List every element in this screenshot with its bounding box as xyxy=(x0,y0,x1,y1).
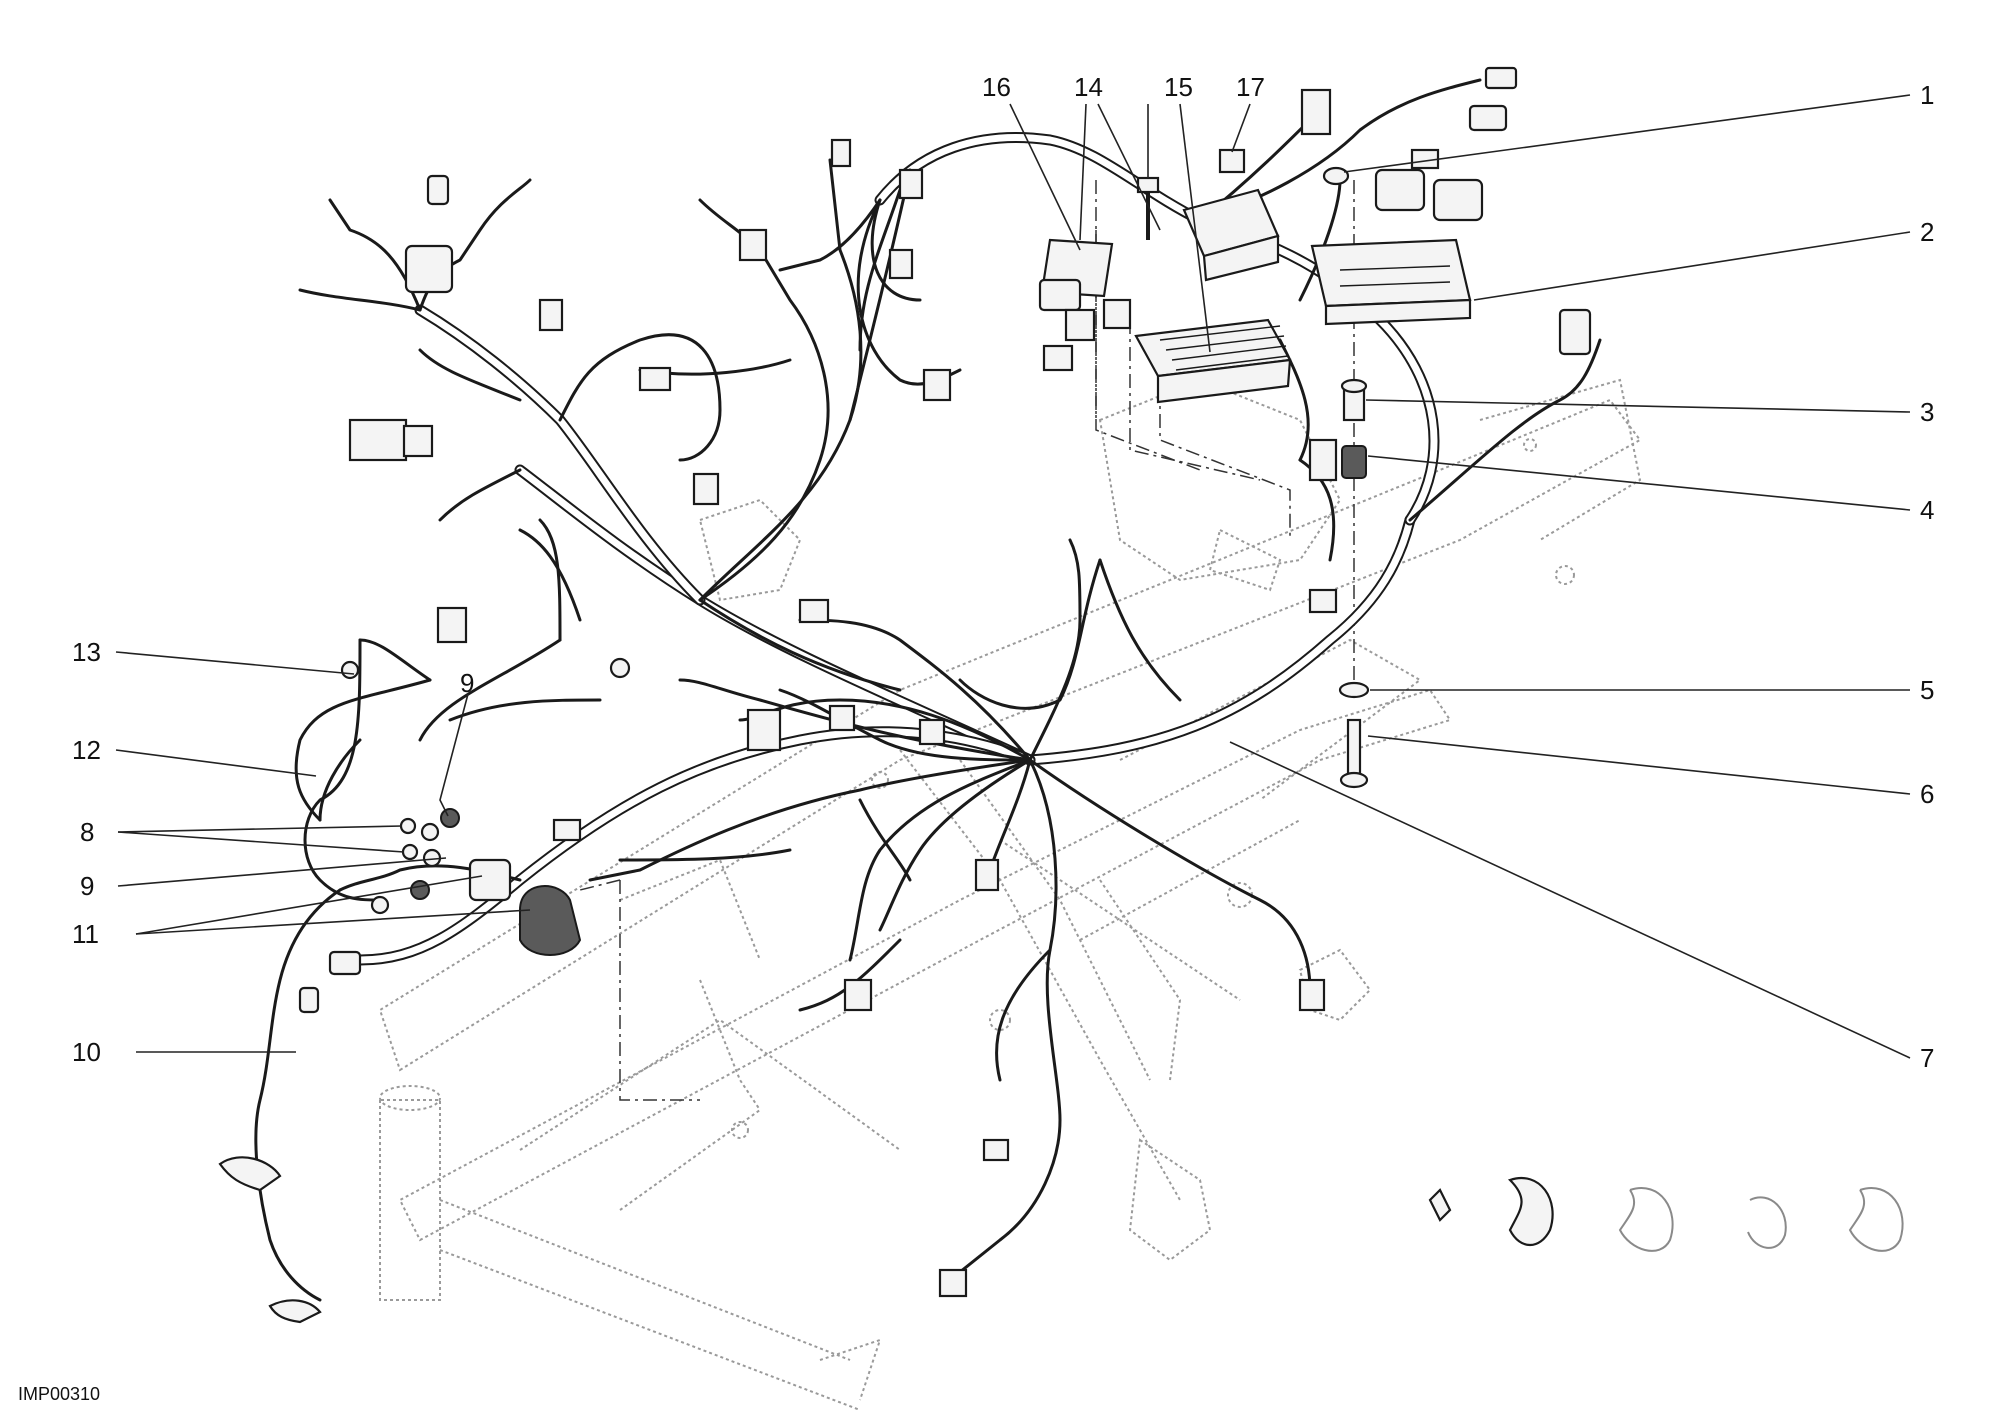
callout-14: 14 xyxy=(1074,72,1103,102)
callout-13: 13 xyxy=(72,637,101,667)
reference-code: IMP00310 xyxy=(18,1384,100,1404)
callout-9-lower: 9 xyxy=(80,871,94,901)
callout-7: 7 xyxy=(1920,1043,1934,1073)
callout-5: 5 xyxy=(1920,675,1934,705)
callout-6: 6 xyxy=(1920,779,1934,809)
callout-12: 12 xyxy=(72,735,101,765)
cable-clips xyxy=(1428,1177,1904,1252)
callout-10: 10 xyxy=(72,1037,101,1067)
callout-2: 2 xyxy=(1920,217,1934,247)
leader-lines xyxy=(115,94,1911,1059)
callout-4: 4 xyxy=(1920,495,1934,525)
callout-3: 3 xyxy=(1920,397,1934,427)
callout-1: 1 xyxy=(1920,80,1934,110)
assembly-guide-lines xyxy=(579,180,1355,1101)
callout-labels: 1 2 3 4 5 6 7 8 9 9 10 11 12 13 14 15 16… xyxy=(18,72,1934,1404)
callout-16: 16 xyxy=(982,72,1011,102)
components xyxy=(218,66,1904,1324)
callout-8: 8 xyxy=(80,817,94,847)
motorcycle-frame xyxy=(378,378,1642,1410)
callout-11: 11 xyxy=(72,919,99,949)
callout-17: 17 xyxy=(1236,72,1265,102)
callout-9-upper: 9 xyxy=(460,668,474,698)
callout-15: 15 xyxy=(1164,72,1193,102)
